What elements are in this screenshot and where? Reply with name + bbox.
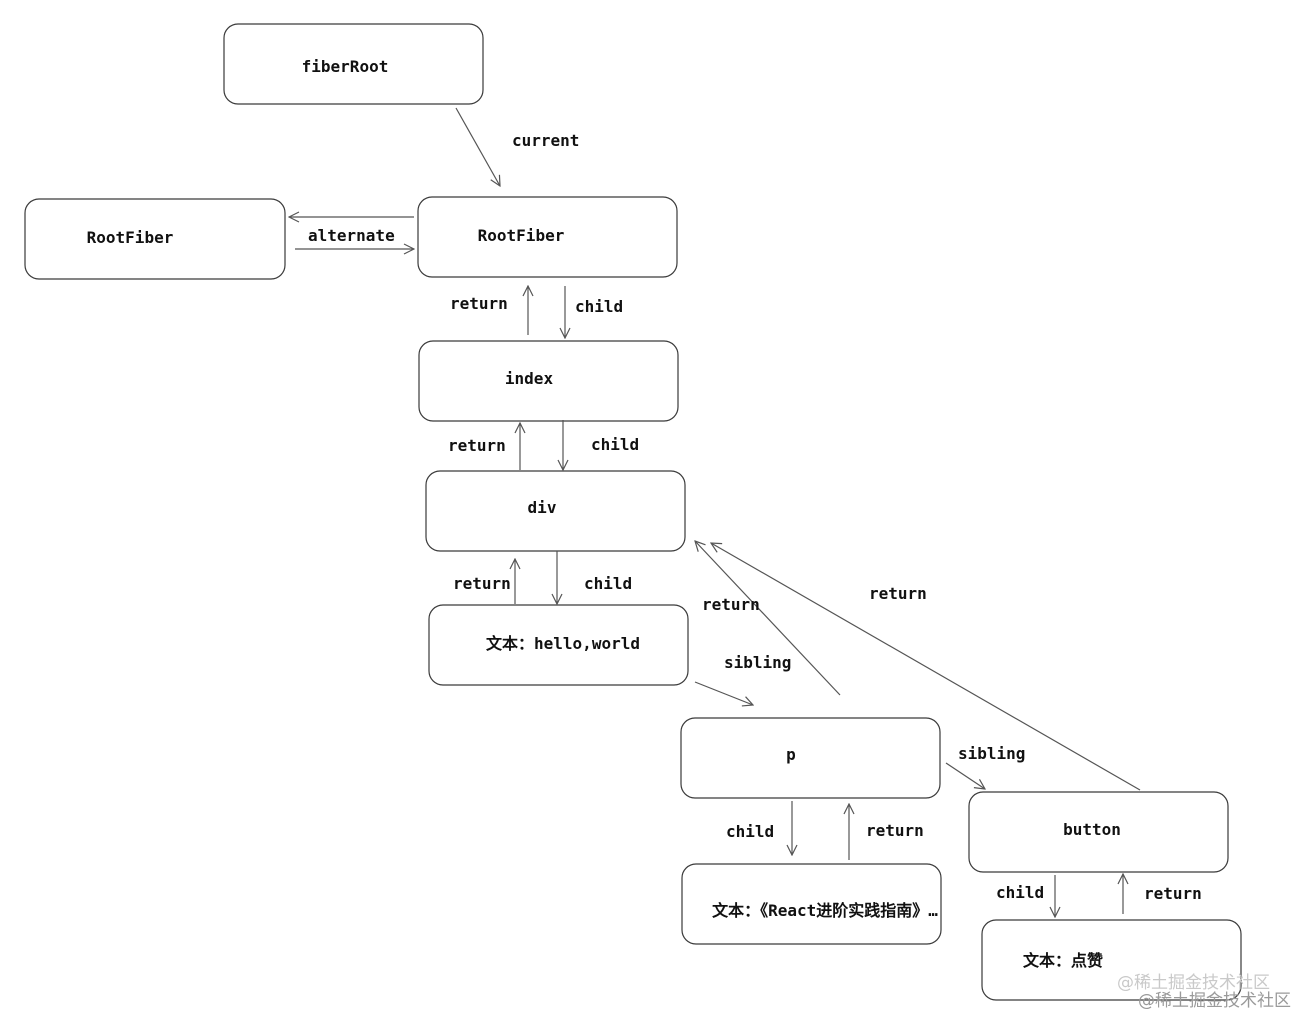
node-text-react-guide: 文本：《React进阶实践指南》… <box>681 863 942 945</box>
node-rootfiber-alternate: RootFiber <box>24 198 286 280</box>
node-p: p <box>680 717 941 799</box>
node-fiberroot: fiberRoot <box>223 23 484 105</box>
node-label: div <box>528 498 557 517</box>
node-rootfiber-current: RootFiber <box>417 196 678 278</box>
edge-label-return: return <box>869 584 927 603</box>
edge-label-current: current <box>512 131 579 150</box>
edge-label-return: return <box>866 821 924 840</box>
return-arrow-button-to-div <box>711 543 1141 791</box>
node-label: p <box>786 745 796 764</box>
node-label: 文本：hello,world <box>486 634 640 653</box>
node-text-hello-world: 文本：hello,world <box>428 604 689 686</box>
node-button: button <box>968 791 1229 873</box>
node-label: button <box>1063 820 1121 839</box>
sibling-arrow-p-to-button <box>945 762 985 789</box>
node-label: RootFiber <box>478 226 565 245</box>
edge-label-alternate: alternate <box>308 226 395 245</box>
edge-label-return: return <box>702 595 760 614</box>
edge-label-return: return <box>453 574 511 593</box>
edge-label-return: return <box>450 294 508 313</box>
watermark: @稀土掘金技术社区 <box>1117 973 1270 993</box>
node-text-zan: 文本：点赞 <box>981 919 1242 1001</box>
node-label: index <box>505 369 554 388</box>
node-index: index <box>418 340 679 422</box>
edge-label-child: child <box>996 883 1044 902</box>
edge-label-sibling: sibling <box>958 744 1025 763</box>
node-div: div <box>425 470 686 552</box>
return-arrow-p-to-div <box>695 541 841 696</box>
edge-label-child: child <box>584 574 632 593</box>
watermark: @稀土掘金技术社区 <box>1138 991 1291 1011</box>
current-arrow <box>455 107 500 186</box>
sibling-arrow-text-to-p <box>694 681 753 705</box>
edge-label-return: return <box>448 436 506 455</box>
edge-label-sibling: sibling <box>724 653 791 672</box>
edge-label-child: child <box>575 297 623 316</box>
node-label: 文本：点赞 <box>1023 951 1103 970</box>
edge-label-return: return <box>1144 884 1202 903</box>
node-label: RootFiber <box>87 228 174 247</box>
node-label: fiberRoot <box>302 57 389 76</box>
node-label: 文本：《React进阶实践指南》… <box>712 901 938 920</box>
edge-label-child: child <box>726 822 774 841</box>
edge-label-child: child <box>591 435 639 454</box>
